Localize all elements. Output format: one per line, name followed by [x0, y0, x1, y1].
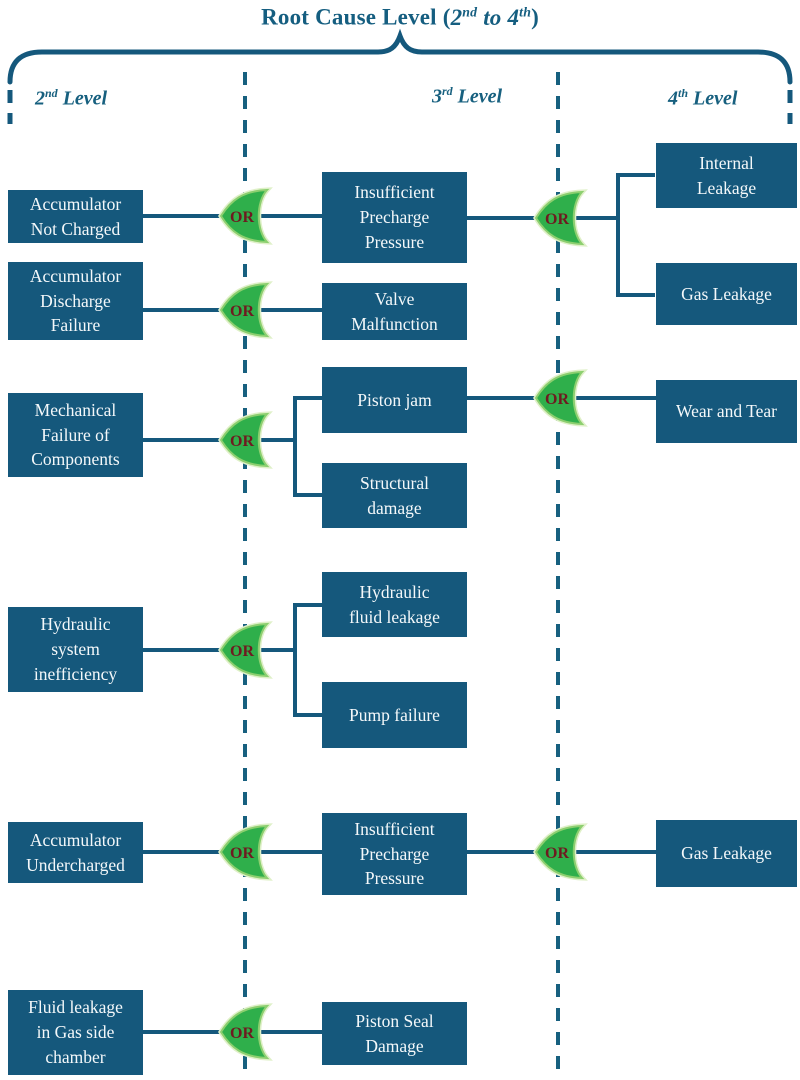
- level-3-word: Level: [452, 85, 503, 108]
- or-gate-9: OR: [533, 823, 588, 881]
- cause-box-gas-leakage-2: Gas Leakage: [656, 820, 797, 887]
- or-gate-label: OR: [230, 845, 254, 862]
- or-gate-1: OR: [218, 187, 273, 245]
- cause-box-wear-and-tear: Wear and Tear: [656, 380, 797, 443]
- level-3-sup: rd: [442, 84, 453, 98]
- cause-box-piston-jam: Piston jam: [322, 367, 467, 433]
- cause-box-gas-leakage-1: Gas Leakage: [656, 263, 797, 325]
- diagram-title: Root Cause Level (2nd to 4th): [0, 4, 800, 31]
- cause-box-fluid-leakage-gas-side-chamber: Fluid leakage in Gas side chamber: [8, 990, 143, 1075]
- cause-box-hydraulic-system-inefficiency: Hydraulic system inefficiency: [8, 607, 143, 692]
- or-gate-5: OR: [218, 823, 273, 881]
- level-label-4th: 4th Level: [668, 86, 737, 111]
- title-sup-th: th: [519, 4, 532, 19]
- level-4-num: 4: [668, 87, 678, 110]
- or-gate-8: OR: [533, 369, 588, 427]
- level-4-sup: th: [678, 86, 689, 100]
- level-4-word: Level: [688, 87, 738, 110]
- or-gate-4: OR: [218, 621, 273, 679]
- or-gate-label: OR: [230, 433, 254, 450]
- cause-box-internal-leakage: Internal Leakage: [656, 143, 797, 208]
- title-range-start: 2: [450, 4, 463, 30]
- level-2-sup: nd: [45, 86, 58, 100]
- cause-box-hydraulic-fluid-leakage: Hydraulic fluid leakage: [322, 572, 467, 637]
- title-text: Root Cause Level (: [261, 4, 451, 30]
- cause-box-pump-failure: Pump failure: [322, 682, 467, 748]
- cause-box-insufficient-precharge-pressure-2: Insufficient Precharge Pressure: [322, 813, 467, 895]
- or-gate-2: OR: [218, 281, 273, 339]
- or-gate-6: OR: [218, 1003, 273, 1061]
- or-gate-label: OR: [230, 209, 254, 226]
- title-sup-nd: nd: [462, 4, 478, 19]
- cause-box-insufficient-precharge-pressure-1: Insufficient Precharge Pressure: [322, 172, 467, 263]
- title-range-end: 4: [507, 4, 520, 30]
- or-gate-label: OR: [545, 211, 569, 228]
- level-label-3rd: 3rd Level: [432, 84, 502, 109]
- cause-box-mechanical-failure-of-components: Mechanical Failure of Components: [8, 393, 143, 477]
- or-gate-label: OR: [230, 303, 254, 320]
- level-2-word: Level: [57, 87, 108, 110]
- or-gate-3: OR: [218, 411, 273, 469]
- level-label-2nd: 2nd Level: [35, 86, 107, 111]
- cause-box-valve-malfunction: Valve Malfunction: [322, 283, 467, 340]
- level-3-num: 3: [432, 85, 442, 108]
- cause-box-accumulator-discharge-failure: Accumulator Discharge Failure: [8, 262, 143, 340]
- title-close-paren: ): [531, 4, 539, 30]
- cause-box-accumulator-undercharged: Accumulator Undercharged: [8, 822, 143, 883]
- or-gate-label: OR: [545, 845, 569, 862]
- level-2-num: 2: [35, 87, 45, 110]
- or-gate-label: OR: [230, 1025, 254, 1042]
- or-gate-label: OR: [230, 643, 254, 660]
- cause-box-piston-seal-damage: Piston Seal Damage: [322, 1002, 467, 1065]
- title-to: to: [477, 4, 508, 30]
- or-gate-7: OR: [533, 189, 588, 247]
- or-gate-label: OR: [545, 391, 569, 408]
- cause-box-accumulator-not-charged: Accumulator Not Charged: [8, 190, 143, 243]
- cause-box-structural-damage: Structural damage: [322, 463, 467, 528]
- top-brace: [7, 28, 793, 85]
